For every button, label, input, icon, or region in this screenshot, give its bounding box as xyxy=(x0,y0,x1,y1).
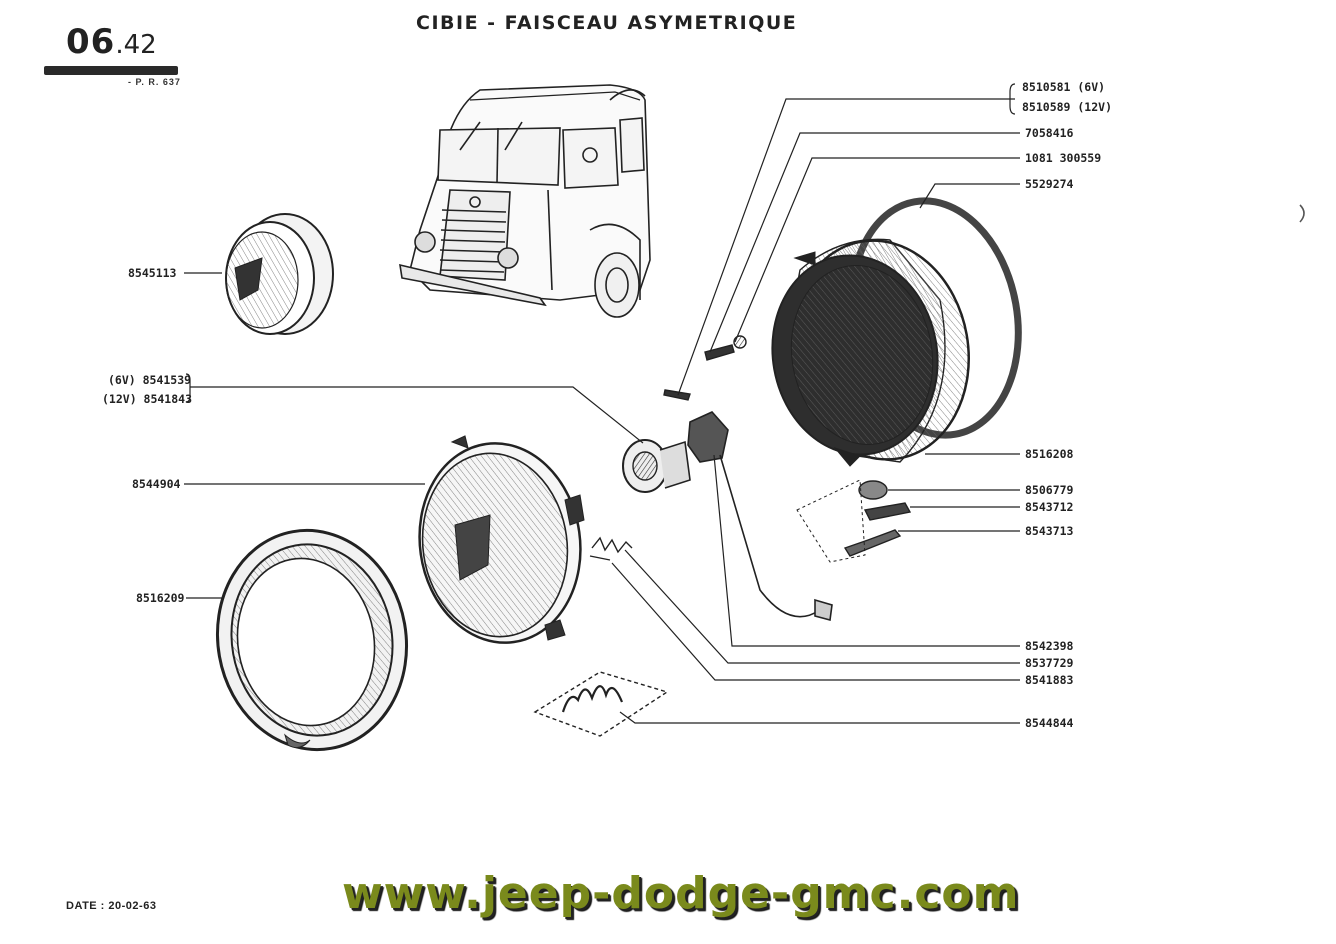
diagram-title: CIBIE - FAISCEAU ASYMETRIQUE xyxy=(416,12,798,34)
part-label-8541539: (6V) 8541539 xyxy=(108,373,192,387)
part-label-8516209: 8516209 xyxy=(136,591,185,605)
part-label-8541883: 8541883 xyxy=(1025,673,1074,687)
spring-clip xyxy=(589,536,633,561)
part-label-8541843: (12V) 8541843 xyxy=(102,392,193,406)
bezel-ring xyxy=(215,528,409,752)
bulb-package xyxy=(533,671,669,737)
part-label-7058416: 7058416 xyxy=(1025,126,1074,140)
part-label-8544904: 8544904 xyxy=(132,477,181,491)
part-label-8506779: 8506779 xyxy=(1025,483,1074,497)
part-label-8545113: 8545113 xyxy=(128,266,177,280)
page-number-minor: .42 xyxy=(115,30,157,60)
page-reference: - P. R. 637 xyxy=(128,77,181,87)
part-label-8542398: 8542398 xyxy=(1025,639,1074,653)
page-number: 06.42 xyxy=(66,22,157,62)
leader-lines xyxy=(184,83,1020,724)
part-label-8537729: 8537729 xyxy=(1025,656,1074,670)
headlamp-unit xyxy=(418,435,585,644)
edge-marks xyxy=(1299,204,1305,223)
part-label-8543712: 8543712 xyxy=(1025,500,1074,514)
part-label-8543713: 8543713 xyxy=(1025,524,1074,538)
part-label-8510589: 8510589 (12V) xyxy=(1022,100,1113,114)
issue-date: DATE : 20-02-63 xyxy=(66,900,157,912)
headlamp-housing xyxy=(771,197,1022,467)
part-label-8510581: 8510581 (6V) xyxy=(1022,80,1106,94)
part-label-8516208: 8516208 xyxy=(1025,447,1074,461)
screws-group xyxy=(663,335,747,401)
part-label-8544844: 8544844 xyxy=(1025,716,1074,730)
lamp-unit-8545113 xyxy=(225,213,334,335)
bulb-holder xyxy=(622,439,691,493)
page-number-bar xyxy=(44,66,178,75)
adjuster-parts xyxy=(796,479,912,563)
part-label-5529274: 5529274 xyxy=(1025,177,1074,191)
page-number-major: 06 xyxy=(66,22,116,62)
part-label-1081300559: 1081 300559 xyxy=(1025,151,1102,165)
wiring-connector xyxy=(687,411,833,622)
site-watermark: www.jeep-dodge-gmc.com xyxy=(342,868,1020,919)
vehicle-illustration xyxy=(399,84,651,318)
